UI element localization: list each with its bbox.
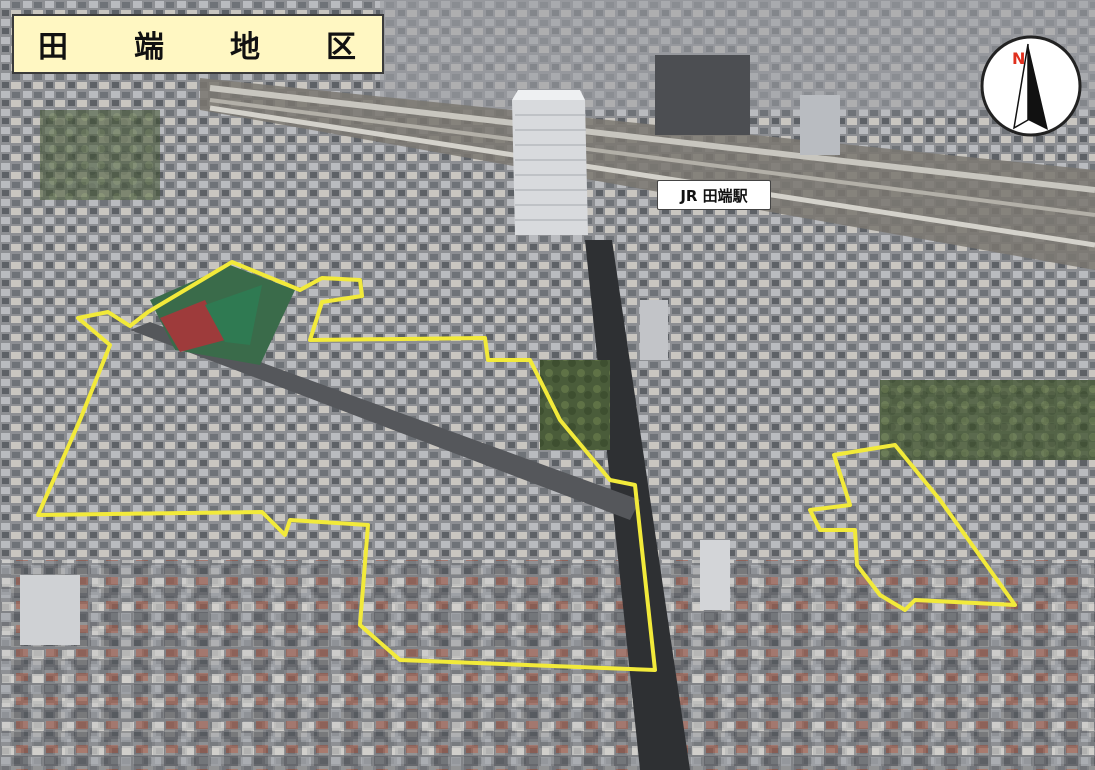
north-arrow-icon: N bbox=[980, 35, 1082, 137]
title-char-2: 端 bbox=[134, 30, 164, 65]
title-char-3: 地 bbox=[230, 30, 260, 65]
title-char-1: 田 bbox=[38, 30, 68, 65]
district-title: 田 端 地 区 bbox=[12, 14, 384, 74]
north-letter: N bbox=[1012, 49, 1025, 68]
title-char-4: 区 bbox=[326, 30, 356, 65]
west-district-area bbox=[36, 260, 657, 672]
east-district-area bbox=[808, 443, 1017, 612]
station-label: JR 田端駅 bbox=[657, 180, 771, 210]
